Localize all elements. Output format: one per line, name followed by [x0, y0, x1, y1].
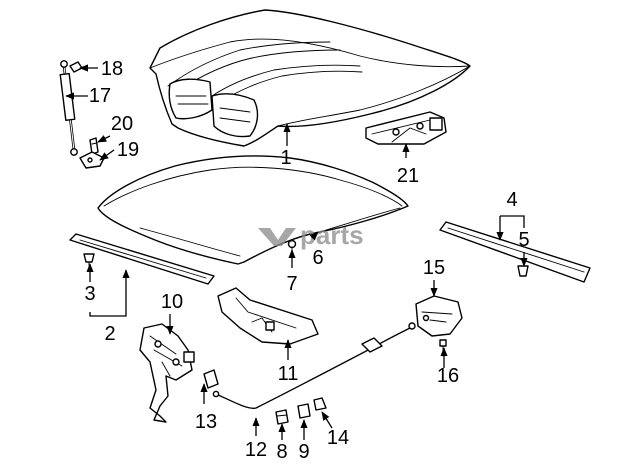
watermark-text: parts: [300, 220, 364, 250]
strut-clip: [69, 61, 83, 73]
callout-5: 5: [518, 229, 529, 251]
callout-21: 21: [397, 165, 419, 187]
cable-clip: [297, 403, 311, 419]
callout-1: 1: [280, 147, 291, 169]
bumper-stop: [313, 397, 327, 411]
callout-11: 11: [278, 363, 299, 385]
hood-panel: [149, 9, 471, 147]
callout-labels: 1 2 3 4 5 6 7 8 9 10 11 12 13 14 15 16 1…: [84, 58, 529, 463]
callout-7: 7: [286, 273, 297, 295]
handle-bolt: [439, 339, 447, 357]
release-cable: [212, 322, 416, 409]
front-seal-strip: [69, 233, 215, 285]
callout-4: 4: [506, 189, 517, 211]
cable-grommet: [275, 409, 289, 425]
hood-inner-panel: [97, 155, 409, 265]
release-handle: [415, 295, 463, 337]
callout-3: 3: [84, 283, 95, 305]
callout-8: 8: [276, 441, 287, 463]
callout-6: 6: [312, 247, 323, 269]
callout-20: 20: [111, 113, 133, 135]
callout-14: 14: [327, 427, 349, 449]
strut-pin: [89, 137, 99, 155]
callout-15: 15: [423, 257, 445, 279]
callout-16: 16: [437, 365, 459, 387]
rear-seal-clip: [517, 265, 529, 277]
callout-17: 17: [89, 85, 111, 107]
callout-12: 12: [245, 439, 267, 461]
rear-seal-strip: [439, 221, 591, 283]
hood-latch: [139, 323, 195, 423]
callout-19: 19: [117, 139, 139, 161]
hood-hinge: [365, 111, 447, 145]
hood-strut: [59, 60, 78, 156]
seal-retainer: [83, 253, 95, 269]
callout-9: 9: [298, 441, 309, 463]
callout-10: 10: [161, 291, 183, 313]
callout-2: 2: [104, 323, 115, 345]
latch-bumper: [203, 369, 219, 389]
leader-lines: [65, 64, 528, 440]
latch-support: [217, 287, 319, 345]
strut-bracket: [79, 151, 105, 169]
callout-18: 18: [101, 58, 123, 80]
callout-13: 13: [195, 411, 217, 433]
